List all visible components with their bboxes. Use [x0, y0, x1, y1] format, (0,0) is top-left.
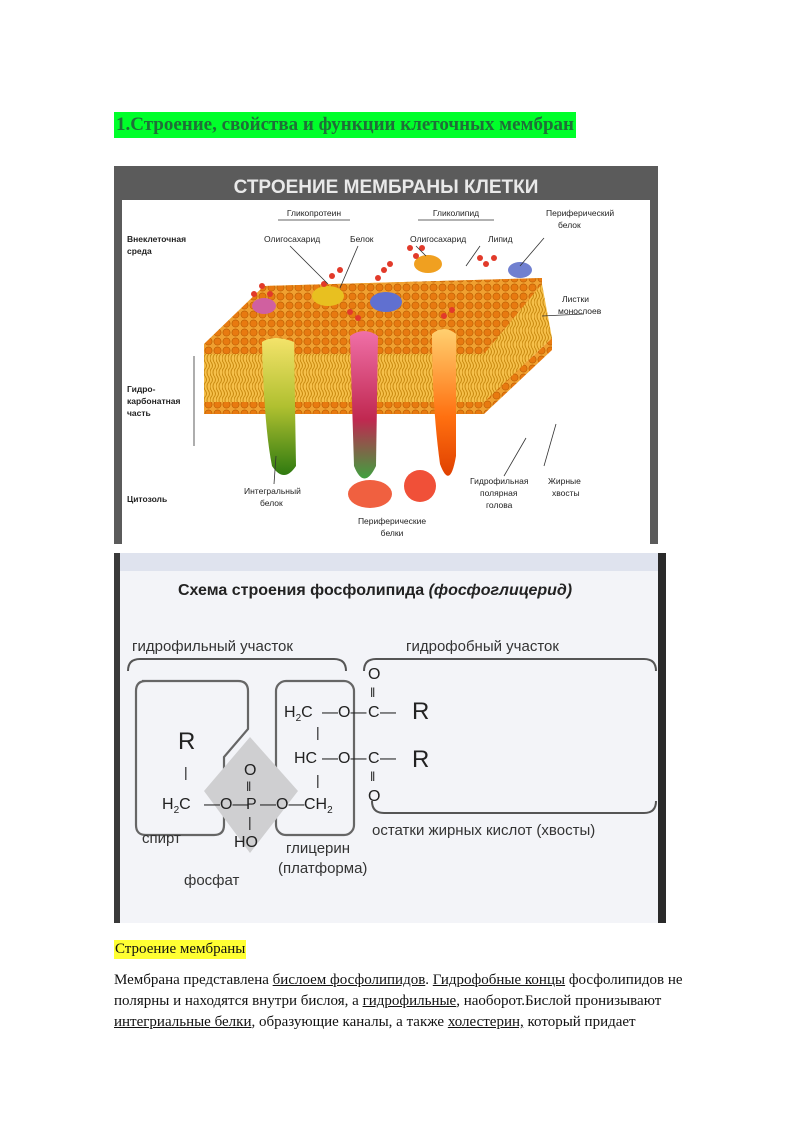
label-integral-protein-2: белок — [260, 498, 283, 508]
chem-o-3: —O— — [322, 704, 366, 721]
oligosaccharide-chains — [251, 245, 497, 321]
chem-o-2: —O— — [260, 796, 304, 813]
chem-double-bond: ‖ — [246, 779, 251, 794]
label-monolayer-2: монослоев — [558, 306, 602, 316]
para-text-1: Мембрана представлена — [114, 972, 273, 988]
label-integral-protein-1: Интегральный — [244, 486, 301, 496]
label-hydrocarbon-1: Гидро- — [127, 384, 156, 394]
label-peripheral-proteins-1: Периферические — [358, 516, 426, 526]
chem-o-4: —O— — [322, 750, 366, 767]
phosphate-diamond — [204, 737, 298, 853]
label-alcohol: спирт — [142, 830, 181, 847]
label-hydrophobic-region: гидрофобный участок — [406, 638, 559, 655]
alcohol-box — [134, 679, 250, 837]
chem-bond-glycerol-1: | — [316, 724, 320, 740]
body-paragraph: Мембрана представлена бислоем фосфолипид… — [114, 970, 714, 1033]
label-hydrophilic-region: гидрофильный участок — [132, 638, 293, 655]
glycolipid-shape — [414, 255, 442, 273]
label-fatty-tails-2: хвосты — [552, 488, 580, 498]
chem-ho: HO — [234, 834, 258, 851]
integral-protein-green — [262, 338, 296, 475]
chem-h2c-alcohol: H2C — [162, 796, 191, 816]
chem-r-alcohol: R — [178, 728, 195, 755]
chem-dash-acid-1: — — [380, 704, 396, 721]
chem-r-acid-1: R — [412, 698, 429, 725]
label-glycoprotein: Гликопротеин — [287, 208, 342, 218]
label-hydrophilic-head-2: полярная — [480, 488, 518, 498]
link-hydrophilic[interactable]: гидрофильные — [362, 993, 457, 1009]
label-glycerol-1: глицерин — [286, 840, 350, 857]
chem-o-1: —O— — [204, 796, 248, 813]
chem-h2c-glycerol: H2C — [284, 704, 313, 724]
label-phosphate: фосфат — [184, 872, 240, 889]
chem-c-acid-2: C — [368, 750, 380, 767]
chem-ch2-bottom: CH2 — [304, 796, 333, 816]
chem-o-top: O — [244, 762, 256, 779]
label-fatty-tails-1: Жирные — [548, 476, 581, 486]
label-glycerol-2: (платформа) — [278, 860, 367, 877]
label-cytosol: Цитозоль — [127, 494, 167, 504]
label-hydrocarbon-3: часть — [127, 408, 151, 418]
integral-protein-orange — [432, 329, 456, 476]
chem-bond-p-ho: | — [248, 814, 252, 830]
para-text-6: который придает — [523, 1014, 636, 1030]
label-oligosaccharide-2: Олигосахарид — [410, 234, 466, 244]
glycerol-box — [274, 679, 356, 837]
label-peripheral-proteins-2: белки — [381, 528, 404, 538]
link-integral-proteins[interactable]: интегриальные белки — [114, 1014, 252, 1030]
label-leaders — [193, 219, 585, 485]
link-hydrophobic-ends[interactable]: Гидрофобные концы — [432, 972, 566, 988]
chem-r-acid-2: R — [412, 746, 429, 773]
para-text-5: , образующие каналы, а также — [251, 1014, 448, 1030]
label-hydrophilic-head-3: голова — [486, 500, 513, 510]
peripheral-protein-bottom-1 — [348, 480, 392, 508]
figure2-title: Схема строения фосфолипида (фосфоглицери… — [178, 582, 572, 599]
chem-c-acid-1: C — [368, 704, 380, 721]
label-extracellular-2: среда — [127, 246, 152, 256]
para-text-2: . — [425, 972, 433, 988]
section-subheading: Строение мембраны — [114, 940, 247, 959]
para-text-3: фосфолипидов не полярны и находятся внут… — [114, 972, 683, 1009]
glycoprotein-shape — [312, 286, 344, 306]
label-peripheral-protein-1: Периферический — [546, 208, 614, 218]
peripheral-protein-top-shape — [508, 262, 532, 278]
link-cholesterol[interactable]: холестерин, — [447, 1014, 524, 1030]
label-lipid: Липид — [488, 234, 513, 244]
label-hydrocarbon-2: карбонатная — [127, 396, 181, 406]
label-oligosaccharide-1: Олигосахарид — [264, 234, 320, 244]
page-heading: 1.Строение, свойства и функции клеточных… — [114, 112, 576, 138]
chem-bond-r: | — [184, 764, 188, 780]
label-protein: Белок — [350, 234, 374, 244]
membrane-structure-figure: СТРОЕНИЕ МЕМБРАНЫ КЛЕТКИ — [114, 166, 658, 544]
surface-protein-blue — [370, 292, 402, 312]
chem-o-acid-2: O — [368, 788, 380, 805]
para-text-4: , наоборот.Бислой пронизывают — [456, 993, 662, 1009]
label-glycolipid: Гликолипид — [433, 208, 479, 218]
label-peripheral-protein-2: белок — [558, 220, 581, 230]
figure1-title: СТРОЕНИЕ МЕМБРАНЫ КЛЕТКИ — [234, 177, 539, 198]
label-fatty-acid-residues: остатки жирных кислот (хвосты) — [372, 822, 595, 839]
chem-dash-acid-2: — — [380, 750, 396, 767]
chem-double-bond-acid-1: ‖ — [370, 685, 375, 700]
label-extracellular-1: Внеклеточная — [127, 234, 186, 244]
phospholipid-scheme-figure: Схема строения фосфолипида (фосфоглицери… — [114, 553, 666, 923]
region-brackets — [127, 658, 657, 814]
chem-double-bond-acid-2: ‖ — [370, 769, 375, 784]
peripheral-protein-bottom-2 — [404, 470, 436, 502]
chem-hc-glycerol: HC — [294, 750, 317, 767]
chem-bond-glycerol-2: | — [316, 772, 320, 788]
chem-o-acid-1: O — [368, 666, 380, 683]
integral-protein-pink — [350, 331, 378, 479]
label-monolayer-1: Листки — [562, 294, 589, 304]
link-phospholipid-bilayer[interactable]: бислоем фосфолипидов — [272, 972, 426, 988]
label-hydrophilic-head-1: Гидрофильная — [470, 476, 529, 486]
chem-p: P — [246, 796, 257, 813]
